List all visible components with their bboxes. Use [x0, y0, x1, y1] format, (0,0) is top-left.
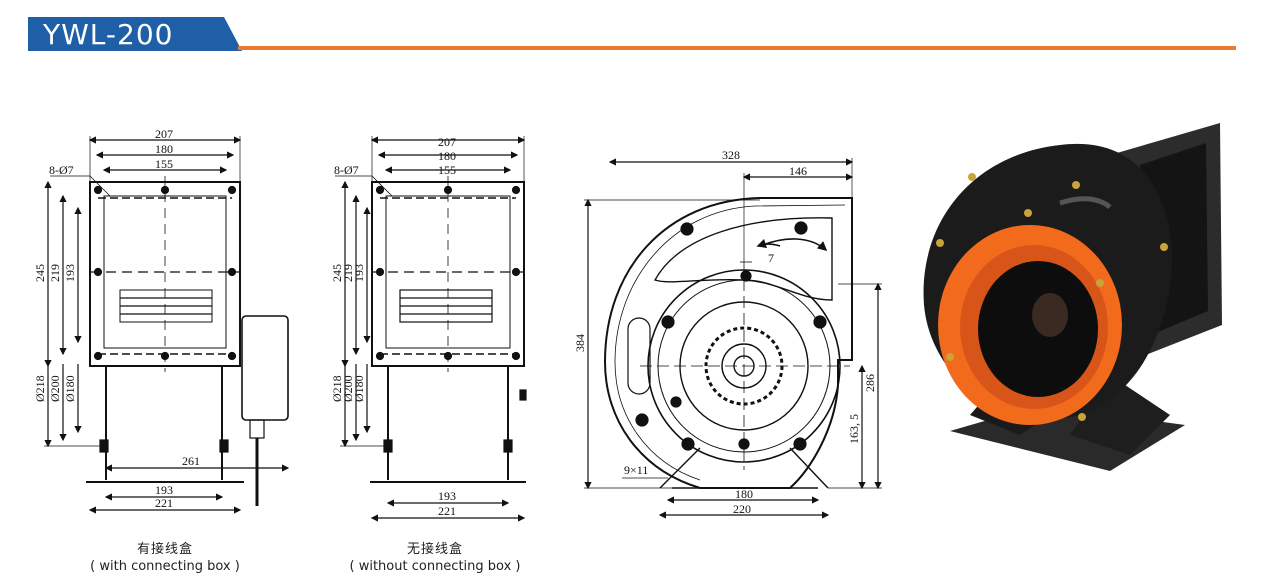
- dim-a-d200: Ø200: [48, 375, 62, 402]
- caption-with-box: 有接线盒 ( with connecting box ): [70, 541, 260, 575]
- caption-without-box-cn: 无接线盒: [406, 542, 463, 557]
- dim-c-220: 220: [733, 502, 751, 516]
- dim-c-146: 146: [789, 164, 807, 178]
- caption-without-box: 无接线盒 ( without connecting box ): [325, 541, 545, 575]
- dim-c-163: 163, 5: [847, 414, 861, 444]
- dim-a-207: 207: [155, 127, 173, 141]
- caption-without-box-en: ( without connecting box ): [349, 559, 521, 574]
- dim-a-d180: Ø180: [63, 375, 77, 402]
- dim-b-193w: 193: [438, 489, 456, 503]
- caption-with-box-en: ( with connecting box ): [90, 559, 240, 574]
- dim-a-245: 245: [33, 264, 47, 282]
- banner-shape: [28, 17, 242, 51]
- dim-a-261: 261: [182, 454, 200, 468]
- dim-b-219: 219: [341, 264, 355, 282]
- dim-c-384: 384: [573, 334, 587, 352]
- dim-b-d180: Ø180: [352, 375, 366, 402]
- dim-a-193w: 193: [155, 483, 173, 497]
- dim-c-180: 180: [735, 487, 753, 501]
- dim-c-286: 286: [863, 374, 877, 392]
- dim-a-d218: Ø218: [33, 375, 47, 402]
- header-rule: [238, 46, 1236, 50]
- dim-b-d218: Ø218: [330, 375, 344, 402]
- dim-b-holes: 8-Ø7: [334, 163, 359, 177]
- dim-a-180: 180: [155, 142, 173, 156]
- model-banner: YWL-200: [28, 17, 242, 51]
- drawing-side-view: [584, 158, 882, 519]
- dim-c-328: 328: [722, 148, 740, 162]
- dim-b-d200: Ø200: [341, 375, 355, 402]
- drawing-b-labels: 207 180 155 8-Ø7 245 219 193 Ø218 Ø200 Ø…: [330, 135, 456, 518]
- caption-with-box-cn: 有接线盒: [136, 542, 193, 557]
- dim-c-slot: 9×11: [624, 463, 648, 477]
- dim-b-207: 207: [438, 135, 456, 149]
- dim-a-219: 219: [48, 264, 62, 282]
- centrifugal-fan-photo: [923, 123, 1222, 471]
- dim-a-holes: 8-Ø7: [49, 163, 74, 177]
- drawing-with-connecting-box: [44, 136, 290, 514]
- dim-b-193: 193: [352, 264, 366, 282]
- dim-b-245: 245: [330, 264, 344, 282]
- drawing-c-labels: 328 146 7 384 286 163, 5 9×11 180 220: [573, 148, 877, 516]
- dim-b-155: 155: [438, 163, 456, 177]
- dim-a-193: 193: [63, 264, 77, 282]
- dim-a-155: 155: [155, 157, 173, 171]
- dim-b-221: 221: [438, 504, 456, 518]
- drawing-without-connecting-box: [335, 136, 527, 522]
- dim-c-7: 7: [768, 251, 774, 265]
- drawing-a-labels: 207 180 155 8-Ø7 245 219 193 Ø218 Ø200 Ø…: [33, 127, 200, 510]
- dim-b-180: 180: [438, 149, 456, 163]
- model-title: YWL-200: [43, 18, 174, 51]
- dim-a-221: 221: [155, 496, 173, 510]
